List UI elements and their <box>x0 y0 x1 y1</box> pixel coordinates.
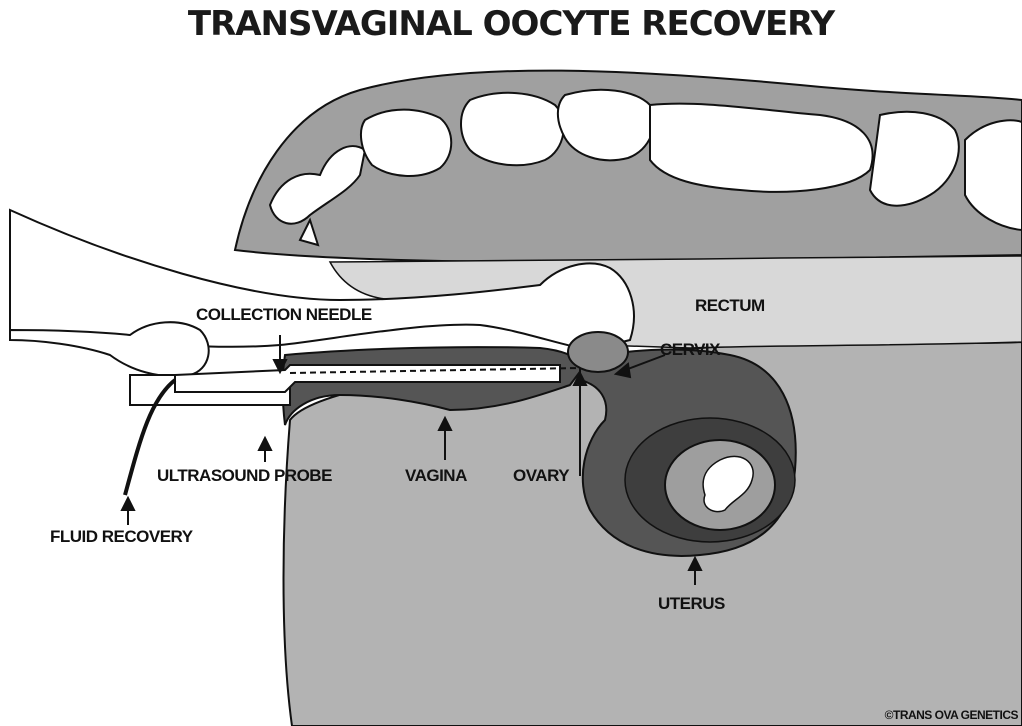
label-cervix: CERVIX <box>660 340 720 360</box>
label-vagina: VAGINA <box>405 466 467 486</box>
ovary <box>568 332 628 372</box>
copyright-notice: ©TRANS OVA GENETICS <box>885 708 1018 722</box>
label-uterus: UTERUS <box>658 594 725 614</box>
label-ovary: OVARY <box>513 466 569 486</box>
label-rectum: RECTUM <box>695 296 765 316</box>
label-collection-needle: COLLECTION NEEDLE <box>196 305 372 325</box>
diagram-title: TRANSVAGINAL OOCYTE RECOVERY <box>0 4 1022 44</box>
label-fluid-recovery: FLUID RECOVERY <box>50 527 193 547</box>
label-ultrasound-probe: ULTRASOUND PROBE <box>157 466 332 486</box>
